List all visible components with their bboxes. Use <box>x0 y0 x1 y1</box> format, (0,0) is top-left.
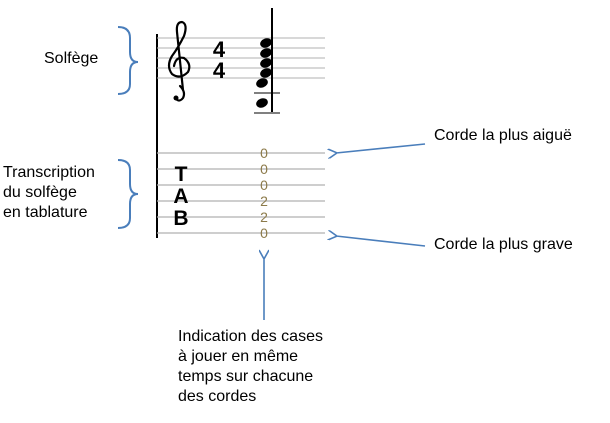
tab-staff <box>157 152 325 234</box>
corde-grave-label: Corde la plus grave <box>434 236 573 253</box>
corde-aigue-label: Corde la plus aiguë <box>434 127 572 144</box>
fret-numbers: 0 0 0 2 2 0 <box>260 145 268 241</box>
note-head <box>256 78 268 88</box>
arrow-corde-grave <box>336 236 426 247</box>
indication-label: Indication des cases à jouer en même tem… <box>178 328 323 405</box>
solfege-brace <box>117 26 139 95</box>
time-signature-bottom: 4 <box>213 58 226 83</box>
fret-number-string-1: 0 <box>260 145 268 161</box>
fret-number-string-5: 2 <box>260 209 268 225</box>
treble-clef-icon <box>167 20 191 102</box>
fret-number-string-2: 0 <box>260 161 268 177</box>
fret-number-string-3: 0 <box>260 177 268 193</box>
chord <box>254 8 280 114</box>
fret-number-string-4: 2 <box>260 193 268 209</box>
fret-number-string-6: 0 <box>260 225 268 241</box>
note-head <box>260 58 272 68</box>
tab-letter-a: A <box>173 185 188 208</box>
arrow-corde-aigue <box>336 143 426 153</box>
note-head <box>260 48 272 58</box>
tablature-brace <box>117 159 139 229</box>
note-head <box>256 98 268 108</box>
time-signature-top: 4 <box>213 37 226 62</box>
solfege-label: Solfège <box>44 50 99 67</box>
treble-clef-dot <box>173 95 179 101</box>
tab-letter-t: T <box>175 163 188 186</box>
tab-letter-b: B <box>173 207 188 230</box>
note-head <box>260 68 272 78</box>
transcription-label: Transcription du solfège en tablature <box>3 164 95 221</box>
note-head <box>260 38 272 48</box>
